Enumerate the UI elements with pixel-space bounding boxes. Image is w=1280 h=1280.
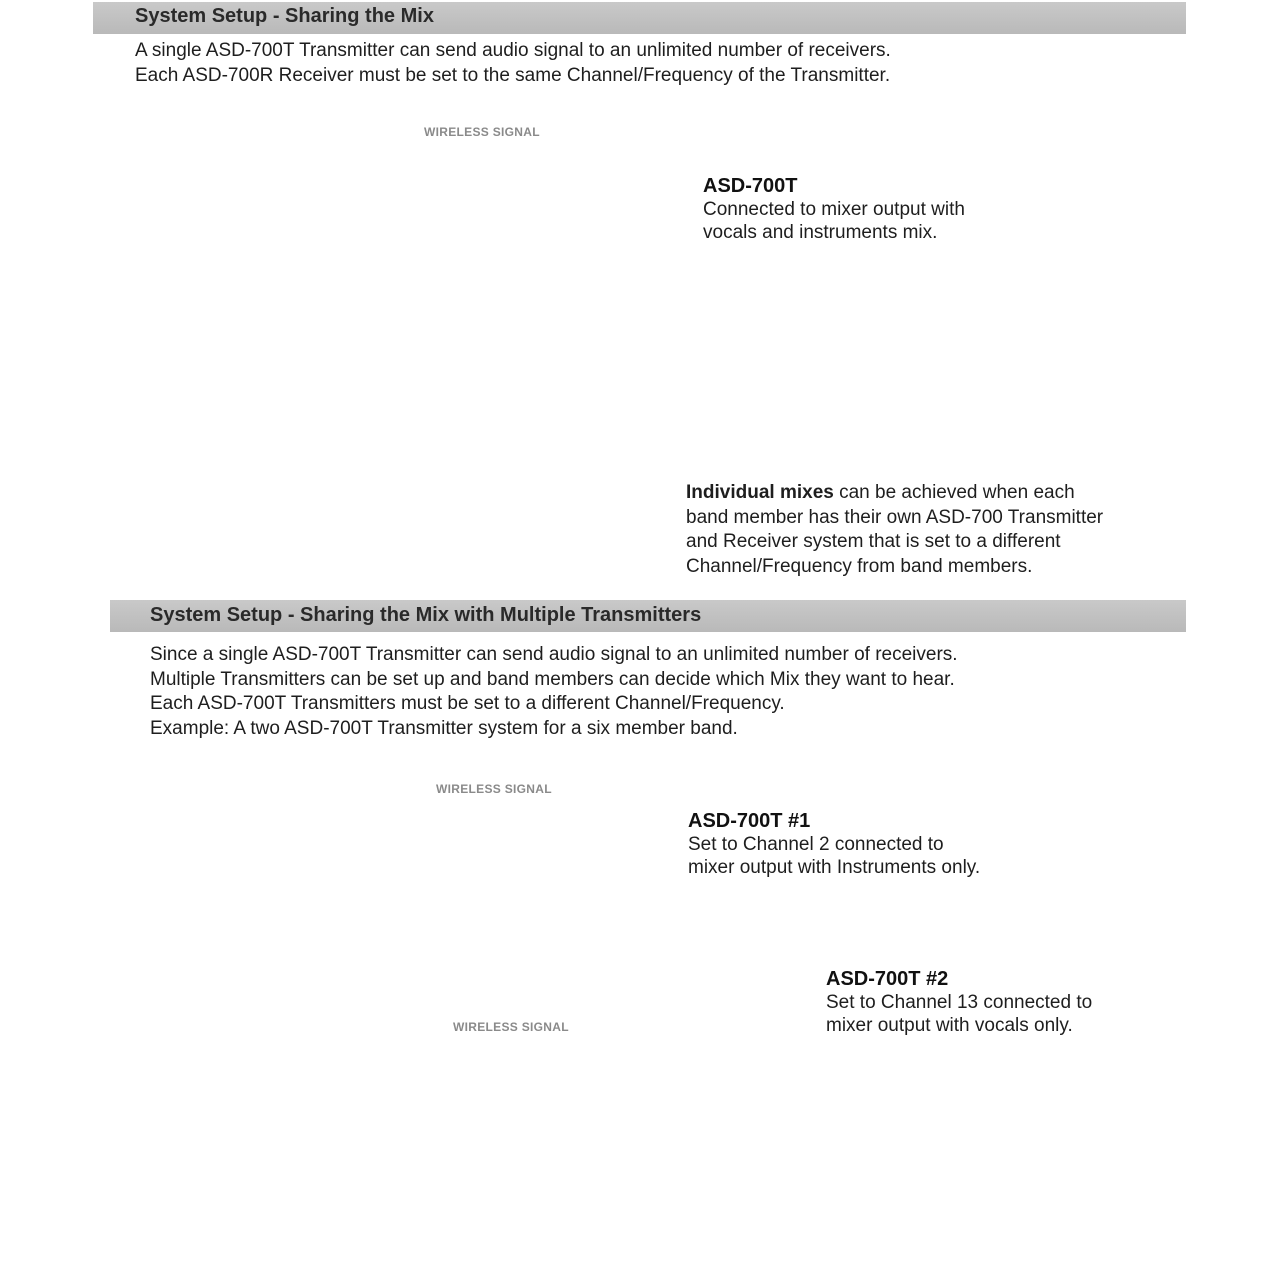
- section2-intro-line: Each ASD-700T Transmitters must be set t…: [150, 693, 785, 714]
- note-first-line: can be achieved when each: [833, 482, 1075, 503]
- singer-icon: [544, 1064, 619, 1256]
- transmitter1-line: mixer output with Instruments only.: [688, 856, 981, 878]
- section2-floor: [619, 1029, 1041, 1276]
- section1-intro: A single ASD-700T Transmitter can send a…: [135, 39, 891, 88]
- drummer-icon: [264, 816, 380, 896]
- section2-signal-lines: [141, 777, 770, 1081]
- section2-intro: Since a single ASD-700T Transmitter can …: [150, 643, 958, 741]
- note-line: Channel/Frequency from band members.: [686, 555, 1033, 577]
- mic-stand-icon: [568, 330, 604, 454]
- section1-transmitter-line: Connected to mixer output with: [703, 199, 965, 220]
- guitarist-blue-icon: [700, 952, 814, 1160]
- mic-stand-icon: [390, 1138, 426, 1262]
- note-line: and Receiver system that is set to a dif…: [686, 531, 1061, 552]
- transmitter-icon: [831, 752, 1001, 804]
- section1-intro-line: Each ASD-700R Receiver must be set to th…: [135, 64, 891, 86]
- wireless-waves-icon: [788, 890, 825, 950]
- transmitter-icon: [831, 894, 1001, 946]
- section2-intro-line: Since a single ASD-700T Transmitter can …: [150, 644, 958, 665]
- section2-title: System Setup - Sharing the Mix with Mult…: [150, 604, 702, 626]
- section1-individual-mixes-note: Individual mixes can be achieved when ea…: [686, 481, 1103, 579]
- drum-kit-icon: [205, 154, 438, 355]
- drummer-icon: [245, 150, 362, 266]
- section1-signal-lines: [141, 141, 760, 341]
- guitarist-red-icon: [322, 1057, 452, 1266]
- saxophonist-icon: [144, 988, 208, 1180]
- mixer-icon: [995, 73, 1188, 325]
- transmitter2-desc: Set to Channel 13 connected to mixer out…: [826, 992, 1092, 1037]
- transmitter1-line: Set to Channel 2 connected to: [688, 834, 944, 855]
- transmitter1-desc: Set to Channel 2 connected to mixer outp…: [688, 834, 980, 879]
- drum-kit-icon: [220, 819, 453, 1020]
- section2-wireless-signal-label-top: WIRELESS SIGNAL: [436, 782, 552, 796]
- singer-icon: [364, 337, 438, 530]
- section1-transmitter-line: vocals and instruments mix.: [703, 221, 938, 243]
- section2-intro-line: Multiple Transmitters can be set up and …: [150, 668, 955, 690]
- transmitter2-title: ASD-700T #2: [826, 968, 949, 990]
- section1-wireless-signal-label: WIRELESS SIGNAL: [424, 125, 540, 139]
- guitarist-blue-icon: [510, 248, 622, 455]
- note-line: band member has their own ASD-700 Transm…: [686, 506, 1104, 528]
- wireless-waves-icon: [788, 748, 825, 808]
- note-bold-lead: Individual mixes: [686, 482, 834, 503]
- mixer-icon: [1000, 743, 1187, 988]
- keyboardist-icon: [514, 798, 644, 994]
- mic-stand-icon: [440, 413, 476, 537]
- section2-wireless-signal-label-mid: WIRELESS SIGNAL: [453, 1020, 569, 1034]
- mic-stand-icon: [202, 412, 242, 548]
- section1-header-band: [93, 2, 1186, 34]
- mic-stand-icon: [758, 1035, 794, 1158]
- guitarist-red-icon: [136, 331, 266, 548]
- transmitter2-line: Set to Channel 13 connected to: [826, 992, 1093, 1013]
- section1-transmitter-title: ASD-700T: [703, 175, 798, 197]
- section2-intro-line: Example: A two ASD-700T Transmitter syst…: [150, 717, 738, 739]
- section1-intro-line: A single ASD-700T Transmitter can send a…: [135, 40, 891, 61]
- transmitter-icon: [824, 115, 995, 167]
- section1-transmitter-desc: Connected to mixer output with vocals an…: [703, 199, 965, 244]
- transmitter1-title: ASD-700T #1: [688, 810, 811, 832]
- wireless-waves-icon: [778, 108, 818, 173]
- transmitter2-line: mixer output with vocals only.: [826, 1014, 1073, 1036]
- section2-header-band: [110, 600, 1186, 632]
- section1-title: System Setup - Sharing the Mix: [135, 5, 434, 27]
